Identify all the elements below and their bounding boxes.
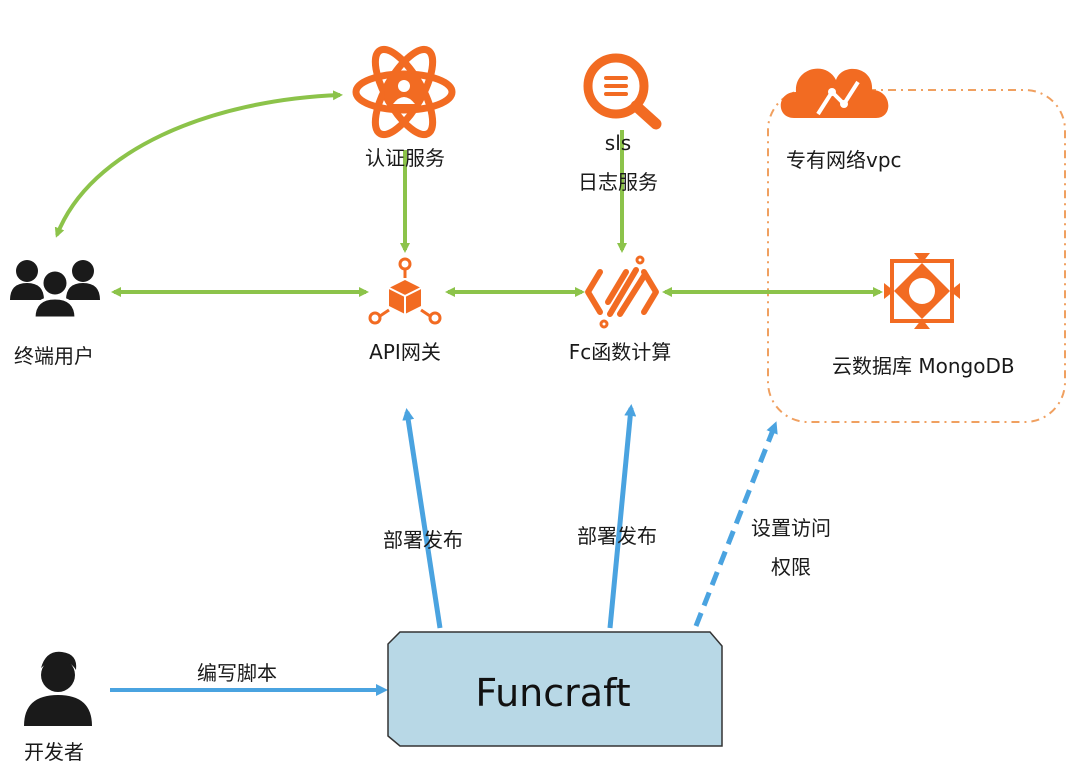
deploy-api-label: 部署发布 <box>383 528 463 552</box>
atom-user-icon <box>352 45 456 139</box>
user-group-icon <box>10 260 100 320</box>
vpc-label: 专有网络vpc <box>786 148 902 172</box>
function-compute-label: Fc函数计算 <box>568 340 672 364</box>
developer-label: 开发者 <box>24 740 84 764</box>
funcraft-label: Funcraft <box>475 671 631 715</box>
auth-service-label: 认证服务 <box>365 146 445 170</box>
permission-label-line2: 权限 <box>771 555 811 579</box>
end-users-label: 终端用户 <box>14 344 94 368</box>
log-service-label: 日志服务 <box>578 170 658 194</box>
cube-network-icon <box>368 257 442 325</box>
search-list-icon <box>583 53 662 130</box>
function-compute-icon <box>585 255 659 329</box>
arrow-permission <box>693 421 778 627</box>
funcraft-box <box>387 631 723 747</box>
cloud-icon <box>780 68 889 118</box>
database-diamond-icon <box>884 253 960 329</box>
permission-label-line1: 设置访问 <box>751 516 831 540</box>
arrow-deploy-fc <box>607 404 637 629</box>
api-gateway-label: API网关 <box>369 340 441 364</box>
vpc-region <box>767 89 1066 423</box>
deploy-fc-label: 部署发布 <box>577 524 657 548</box>
developer-person-icon <box>24 651 92 726</box>
script-label: 编写脚本 <box>197 661 277 685</box>
arrow-deploy-api <box>402 408 443 629</box>
arrow-users-auth <box>54 90 343 238</box>
mongodb-label: 云数据库 MongoDB <box>832 354 1015 378</box>
sls-label: sls <box>604 131 632 155</box>
